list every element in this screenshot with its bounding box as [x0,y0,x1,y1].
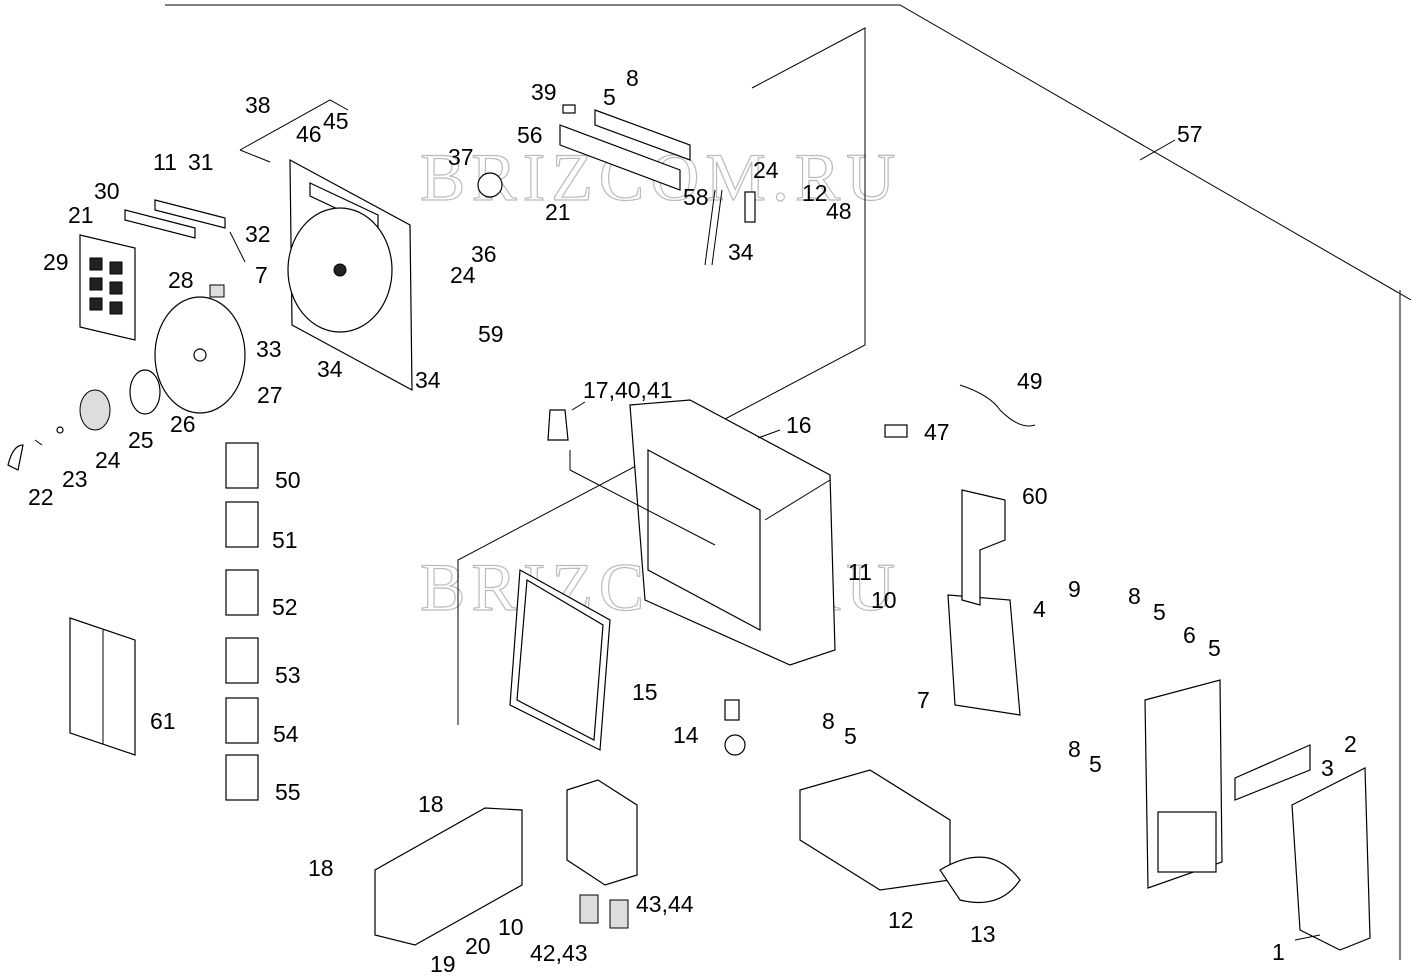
callout-label: 26 [170,411,196,437]
junction-box [566,779,638,929]
callout-label: 24 [450,262,476,288]
callout-label: 5 [1089,751,1102,777]
bracket-assembly [477,104,756,266]
callout-label: 21 [68,202,94,228]
callout-label: 33 [256,336,282,362]
callout-label: 28 [168,267,194,293]
callout-label: 36 [471,241,497,267]
callout-label: 55 [275,779,301,805]
callout-label: 4 [1033,596,1046,622]
callout-label: 12 [802,180,828,206]
sticker-sheet [79,234,136,341]
callout-label: 58 [683,184,709,210]
callout-label: 10 [498,914,524,940]
callout-label: 25 [128,427,154,453]
callout-label: 57 [1177,121,1203,147]
callout-label: 53 [275,662,301,688]
callout-label: 3 [1321,755,1334,781]
mount-bracket [374,807,523,946]
callout-label: 52 [272,594,298,620]
callout-label: 7 [917,687,930,713]
callout-label: 5 [844,723,857,749]
callout-label: 54 [273,721,299,747]
callout-label: 34 [728,239,754,265]
callout-label: 10 [871,587,897,613]
callout-label: 18 [308,855,334,881]
callout-label: 12 [888,907,914,933]
callout-label: 5 [1208,635,1221,661]
callout-label: 17,40,41 [583,377,673,403]
callout-label: 27 [257,382,283,408]
callout-label: 8 [822,708,835,734]
instruction-sheet [69,617,136,756]
callout-label: 11 [153,149,177,175]
label-strip [124,199,246,263]
callout-label: 47 [924,419,950,445]
callout-label: 16 [786,412,812,438]
coin-box [799,769,1021,904]
callout-label: 23 [62,466,88,492]
callout-label: 21 [545,199,571,225]
callout-label: 49 [1017,368,1043,394]
callout-label: 37 [448,144,474,170]
callout-label: 5 [603,84,616,110]
callout-label: 1 [1272,939,1285,965]
assembly-57-outline [165,4,1411,960]
callout-label: 7 [255,262,268,288]
callout-label: 9 [1068,576,1081,602]
knob-parts [7,369,161,471]
dial-disc [154,284,246,414]
front-panel [1144,679,1371,951]
callout-label: 14 [673,722,699,748]
callout-label: 38 [245,92,271,118]
callout-label: 45 [323,108,349,134]
callout-label: 56 [517,122,543,148]
callout-label: 18 [418,791,444,817]
callout-label: 48 [826,198,852,224]
callout-label: 8 [1068,736,1081,762]
callout-label: 29 [43,249,69,275]
gasket-frame [509,569,611,751]
callout-label: 39 [531,79,557,105]
callout-label: 42,43 [530,940,588,966]
callout-label: 43,44 [636,891,694,917]
enclosure-housing [547,399,836,666]
callout-label: 13 [970,921,996,947]
leader-lines [569,139,1321,941]
callout-label: 31 [188,149,214,175]
callout-label: 15 [632,679,658,705]
callout-label: 34 [317,356,343,382]
coin-mechanism [884,384,1036,716]
callout-label: 6 [1183,622,1196,648]
callout-label: 60 [1022,483,1048,509]
callout-label: 11 [848,559,872,585]
callout-label: 30 [94,178,120,204]
callout-label: 19 [430,951,456,977]
callout-label: 5 [1153,599,1166,625]
callout-label: 8 [626,65,639,91]
callout-label: 59 [478,321,504,347]
callout-label: 24 [753,157,779,183]
callout-label: 46 [296,121,322,147]
callout-label: 32 [245,221,271,247]
callout-label: 22 [28,484,54,510]
callout-label: 24 [95,447,121,473]
lock [724,699,746,756]
callout-label: 20 [465,933,491,959]
callout-labels: 57 38 45 46 37 39 8 5 56 21 58 24 12 48 … [28,65,1357,977]
callout-label: 50 [275,467,301,493]
face-plate [239,99,413,392]
callout-label: 8 [1128,583,1141,609]
sticker-icons [225,442,259,801]
callout-label: 2 [1344,731,1357,757]
callout-label: 61 [150,708,176,734]
callout-label: 34 [415,367,441,393]
callout-label: 51 [272,527,298,553]
